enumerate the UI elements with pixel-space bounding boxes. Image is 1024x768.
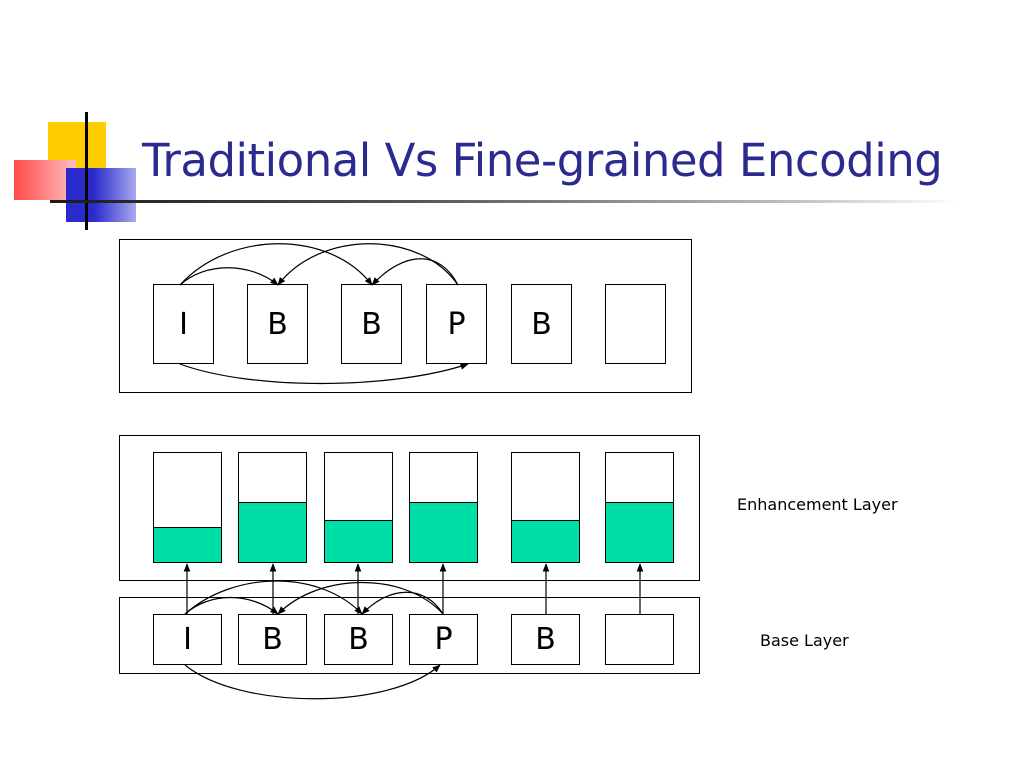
slide-logo [0, 0, 142, 240]
base-layer-frame-1: I [153, 614, 222, 665]
enhancement-layer-frame-2 [238, 452, 307, 563]
traditional-frame-5: B [511, 284, 572, 364]
title-underline [50, 200, 960, 203]
logo-blue-square [66, 168, 136, 222]
base-layer-frame-6 [605, 614, 674, 665]
enhancement-layer-frame-5 [511, 452, 580, 563]
traditional-frame-6 [605, 284, 666, 364]
base-layer-label: Base Layer [760, 631, 849, 650]
base-layer-frame-4: P [409, 614, 478, 665]
enhancement-fill [410, 502, 477, 562]
slide-title: Traditional Vs Fine-grained Encoding [142, 134, 943, 187]
traditional-frame-4: P [426, 284, 487, 364]
enhancement-fill [512, 519, 579, 562]
enhancement-layer-frame-6 [605, 452, 674, 563]
logo-red-square [14, 160, 76, 200]
base-layer-frame-2: B [238, 614, 307, 665]
base-layer-frame-5: B [511, 614, 580, 665]
enhancement-layer-label: Enhancement Layer [737, 495, 898, 514]
traditional-frame-2: B [247, 284, 308, 364]
enhancement-layer-frame-1 [153, 452, 222, 563]
enhancement-layer-frame-3 [324, 452, 393, 563]
enhancement-fill [606, 502, 673, 562]
enhancement-layer-frame-4 [409, 452, 478, 563]
traditional-frame-1: I [153, 284, 214, 364]
enhancement-fill [154, 527, 221, 562]
base-layer-frame-3: B [324, 614, 393, 665]
logo-vertical-line [85, 112, 88, 230]
enhancement-fill [325, 519, 392, 562]
traditional-frame-3: B [341, 284, 402, 364]
enhancement-fill [239, 502, 306, 562]
